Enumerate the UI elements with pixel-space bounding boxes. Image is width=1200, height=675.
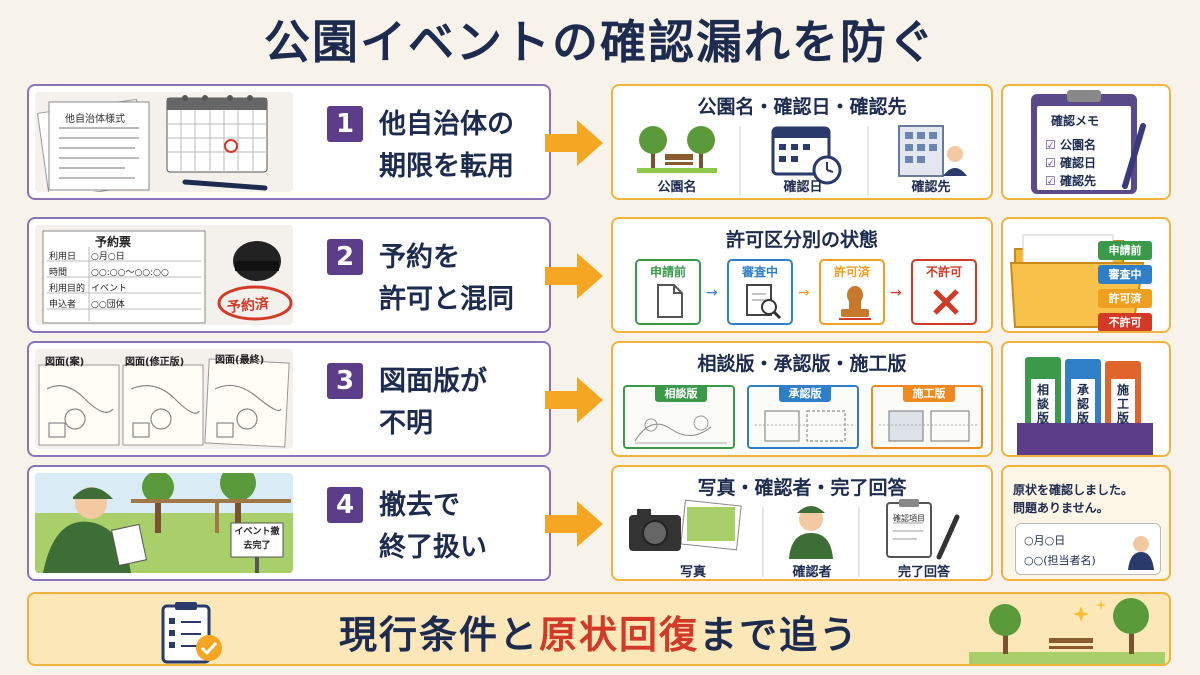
- solution-item-park-name: 公園名: [657, 180, 697, 195]
- reply-message: 原状を確認しました。 問題ありません。: [1013, 483, 1134, 515]
- memo-item-2: ☑ 確認日: [1045, 156, 1096, 170]
- reply-card: 原状を確認しました。 問題ありません。 ○月○日 ○○(担当者名): [1001, 465, 1171, 581]
- version-construction: 施工版: [871, 385, 983, 449]
- doc-label: 他自治体様式: [65, 114, 125, 125]
- blueprint-icon: [755, 410, 855, 442]
- problem-card-2: 予約票 利用日○月○日 時間○○:○○〜○○:○○ 利用目的イベント 申込者○○…: [27, 217, 551, 333]
- checklist-clipboard-icon: [161, 602, 222, 664]
- problem-text-4: 撤去で 終了扱い: [379, 490, 487, 563]
- small-arrow-icon: →: [706, 285, 718, 301]
- solution-item-confirm-date: 確認日: [783, 180, 823, 195]
- construction-drawing-icon: [879, 410, 979, 442]
- inspector-icon: [789, 506, 833, 559]
- binder-label-consultation: 相談版: [1036, 383, 1049, 425]
- folder-icon: [1009, 234, 1145, 328]
- completion-clipboard-icon: [886, 499, 960, 560]
- solution-card-4: 写真・確認者・完了回答 確認項目 写真 確認者 完了回答: [611, 465, 993, 581]
- status-under-review: 審査中: [727, 259, 793, 325]
- arrow-icon: [545, 253, 603, 299]
- status-before-application: 申請前: [635, 259, 701, 325]
- solution-card-1: 公園名・確認日・確認先 公園名 確認日 確認先: [611, 84, 993, 200]
- drawing-label-final: 図面(最終): [215, 355, 265, 366]
- conclusion-text: 現行条件と原状回復まで追う: [338, 613, 860, 657]
- folder-tab-approved: 許可済: [1098, 289, 1152, 308]
- problem-text-3: 図面版が 不明: [379, 366, 487, 439]
- calendar-clock-icon: [771, 126, 842, 185]
- problem-card-4: イベント撤去完了 4 撤去で 終了扱い: [27, 465, 551, 581]
- arrow-icon: [545, 377, 603, 423]
- solution-title-4: 写真・確認者・完了回答: [697, 477, 907, 499]
- status-rejected: 不許可: [911, 259, 977, 325]
- reservation-ticket-illustration: 予約票 利用日○月○日 時間○○:○○〜○○:○○ 利用目的イベント 申込者○○…: [35, 225, 293, 325]
- memo-title: 確認メモ: [1051, 114, 1100, 128]
- drawing-label-revised: 図面(修正版): [125, 357, 185, 368]
- drawing-label-draft: 図面(案): [45, 357, 85, 368]
- solution-title-1: 公園名・確認日・確認先: [697, 96, 907, 118]
- ticket-rows: 利用日○月○日 時間○○:○○〜○○:○○ 利用目的イベント 申込者○○団体: [49, 252, 169, 310]
- step-number-4: 4: [327, 487, 363, 523]
- clipboard-magnifier-icon: [746, 284, 782, 320]
- binder-label-approved: 承認版: [1076, 383, 1089, 425]
- problem-text-1: 他自治体の 期限を転用: [379, 109, 514, 182]
- binders-icon: [1017, 357, 1153, 455]
- version-consultation: 相談版: [623, 385, 735, 449]
- step-number-2: 2: [327, 239, 363, 275]
- problem-card-3: 図面(案) 図面(修正版) 図面(最終) 3 図面版が 不明: [27, 341, 551, 457]
- solution-item-contact: 確認先: [911, 180, 951, 195]
- reply-date: ○月○日: [1024, 534, 1066, 547]
- page-title: 公園イベントの確認漏れを防ぐ: [264, 15, 936, 69]
- person-avatar-icon: [1128, 536, 1154, 570]
- step-number-3: 3: [327, 363, 363, 399]
- folder-tab-rejected: 不許可: [1098, 313, 1152, 331]
- step-number-1: 1: [327, 106, 363, 142]
- status-approved: 許可済: [819, 259, 885, 325]
- park-worker-illustration: イベント撤去完了: [35, 473, 293, 573]
- drawings-illustration: 図面(案) 図面(修正版) 図面(最終): [35, 349, 293, 449]
- folder-tab-before: 申請前: [1098, 241, 1152, 260]
- binders-card: 相談版 承認版 施工版: [1001, 341, 1171, 457]
- document-icon: [657, 284, 683, 318]
- solution-title-2: 許可区分別の状態: [725, 229, 878, 251]
- small-arrow-icon: →: [890, 285, 902, 301]
- cross-icon: [933, 289, 959, 315]
- folder-card: 申請前 審査中 許可済 不許可: [1001, 217, 1171, 333]
- reply-person: ○○(担当者名): [1024, 554, 1096, 567]
- removal-sign: イベント撤去完了: [234, 527, 280, 551]
- problem-card-1: 他自治体様式 1 他自治体の 期限を転用: [27, 84, 551, 200]
- other-municipality-docs-illustration: 他自治体様式: [35, 92, 293, 192]
- camera-photo-icon: [629, 499, 742, 551]
- solution-item-completion-reply: 完了回答: [897, 565, 950, 580]
- folder-tab-review: 審査中: [1098, 265, 1152, 284]
- problem-text-2: 予約を 許可と混同: [379, 242, 514, 315]
- memo-card: 確認メモ ☑ 公園名 ☑ 確認日 ☑ 確認先: [1001, 84, 1171, 200]
- park-icon: [637, 126, 717, 173]
- memo-item-3: ☑ 確認先: [1045, 174, 1096, 188]
- conclusion-banner: 現行条件と原状回復まで追う: [27, 592, 1171, 666]
- memo-item-1: ☑ 公園名: [1045, 138, 1096, 152]
- clipboard-label: 確認項目: [893, 514, 925, 523]
- binder-label-construction: 施工版: [1116, 383, 1129, 425]
- arrow-icon: [545, 120, 603, 166]
- version-approved: 承認版: [747, 385, 859, 449]
- sketch-icon: [634, 415, 727, 444]
- ticket-title: 予約票: [95, 235, 132, 249]
- office-contact-icon: [898, 125, 967, 177]
- solution-item-inspector: 確認者: [792, 565, 832, 580]
- solution-title-3: 相談版・承認版・施工版: [697, 353, 907, 375]
- reply-signature-box: ○月○日 ○○(担当者名): [1015, 523, 1161, 575]
- park-scene-icon: [969, 598, 1165, 664]
- solution-item-photo: 写真: [679, 565, 706, 580]
- solution-card-3: 相談版・承認版・施工版 相談版 承認版 施工版: [611, 341, 993, 457]
- stamp-icon: [839, 286, 871, 320]
- solution-card-2: 許可区分別の状態 申請前 → 審査中 → 許可済 → 不許可: [611, 217, 993, 333]
- arrow-icon: [545, 501, 603, 547]
- small-arrow-icon: →: [798, 285, 810, 301]
